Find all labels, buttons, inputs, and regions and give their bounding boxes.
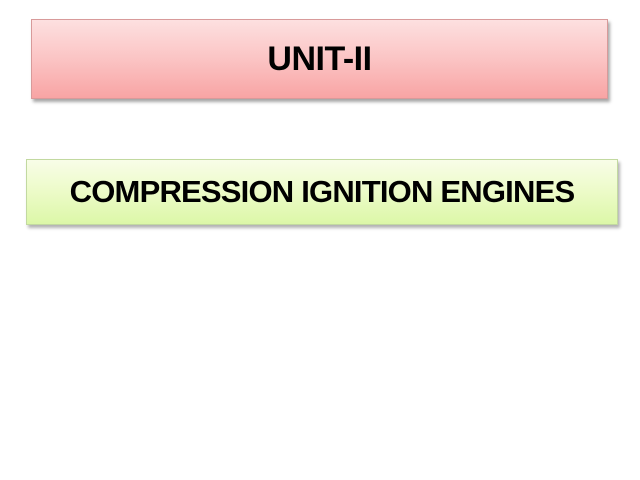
topic-title-box: COMPRESSION IGNITION ENGINES (26, 159, 618, 225)
unit-title: UNIT-II (267, 39, 372, 78)
unit-title-box: UNIT-II (31, 19, 608, 99)
topic-title: COMPRESSION IGNITION ENGINES (69, 174, 575, 209)
